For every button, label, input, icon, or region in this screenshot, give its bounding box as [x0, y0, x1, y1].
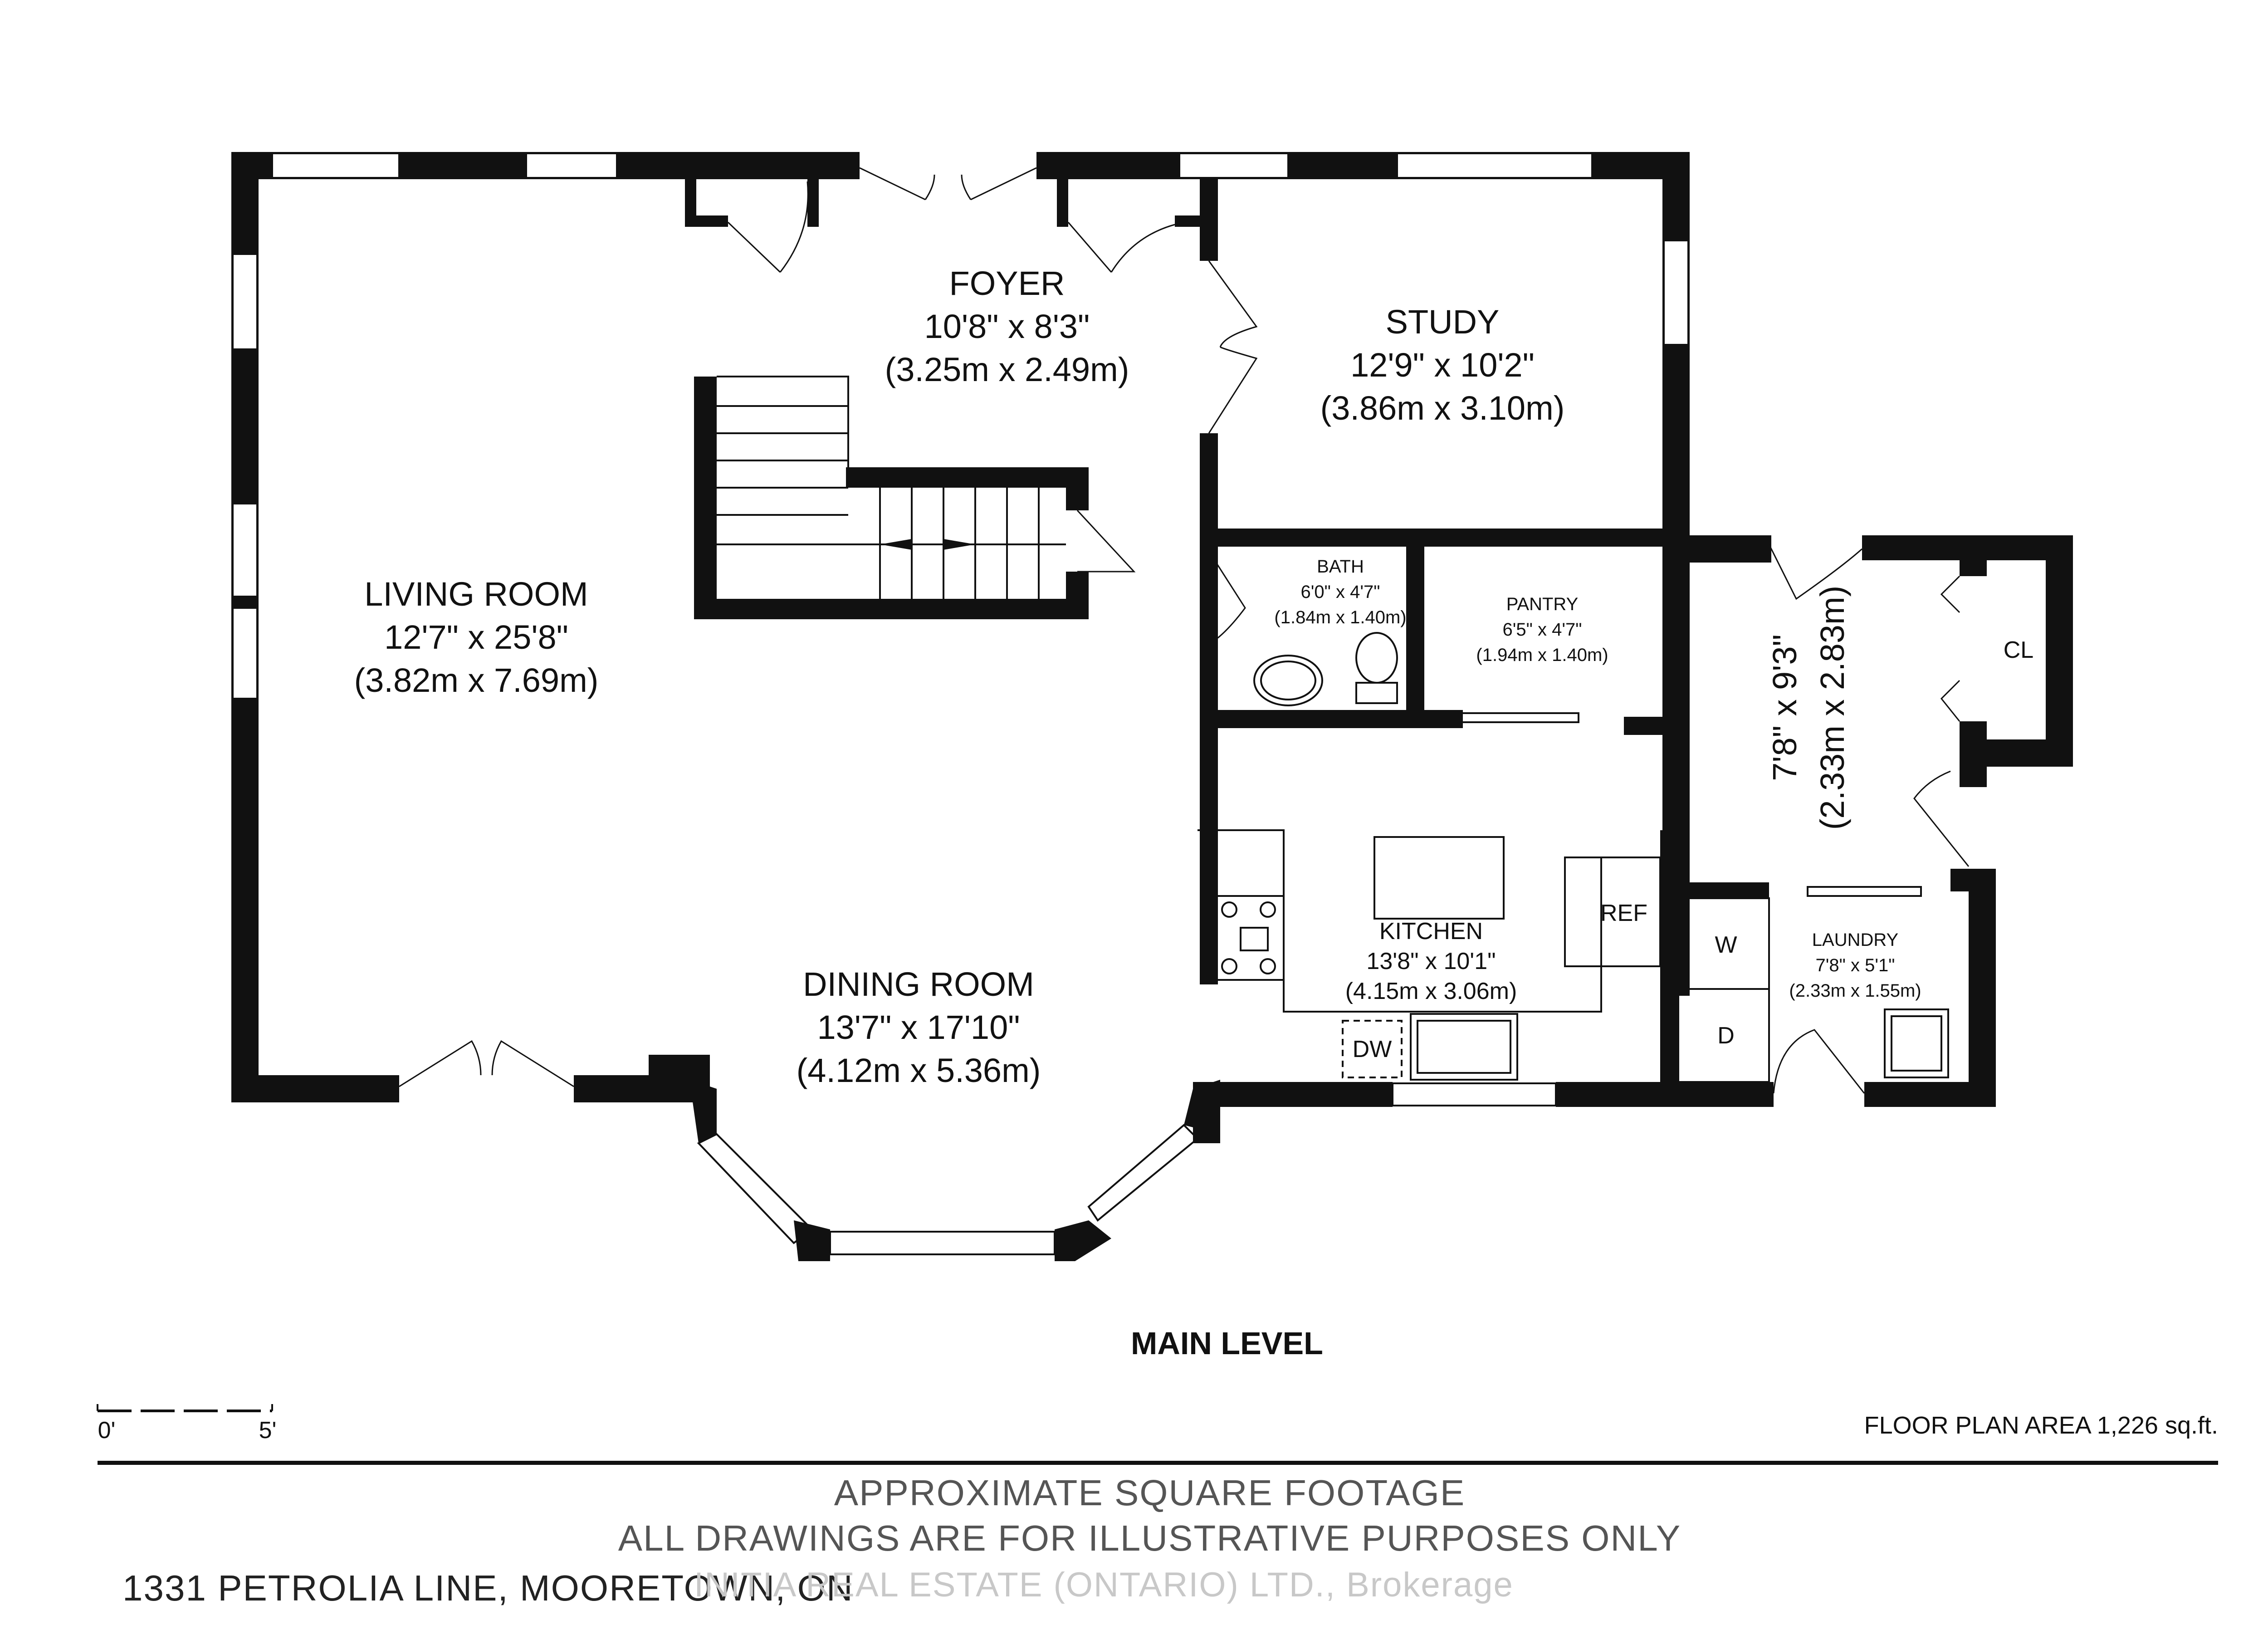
- foyer-name: FOYER: [949, 264, 1065, 302]
- laundry-dim-ft: 7'8" x 5'1": [1816, 955, 1895, 975]
- pantry-dim-m: (1.94m x 1.40m): [1476, 645, 1608, 665]
- footer-line-2: ALL DRAWINGS ARE FOR ILLUSTRATIVE PURPOS…: [618, 1518, 1681, 1558]
- living-dim-m: (3.82m x 7.69m): [354, 661, 599, 699]
- kitchen-dim-ft: 13'8" x 10'1": [1366, 948, 1496, 974]
- kitchen-name: KITCHEN: [1379, 918, 1483, 945]
- study-dim-m: (3.86m x 3.10m): [1320, 389, 1565, 427]
- footer-line-1: APPROXIMATE SQUARE FOOTAGE: [834, 1473, 1466, 1513]
- fixtures: [1198, 632, 1949, 1083]
- dining-name: DINING ROOM: [803, 965, 1034, 1003]
- laundry-dim-m: (2.33m x 1.55m): [1789, 981, 1921, 1001]
- dishwasher-label: DW: [1353, 1036, 1392, 1062]
- washer-label: W: [1715, 932, 1737, 958]
- footer-address: 1331 PETROLIA LINE, MOORETOWN, ON: [122, 1568, 854, 1608]
- dining-dim-m: (4.12m x 5.36m): [797, 1052, 1041, 1089]
- scale-start: 0': [98, 1417, 116, 1444]
- bath-dim-m: (1.84m x 1.40m): [1274, 607, 1406, 627]
- dryer-label: D: [1717, 1023, 1735, 1049]
- closet-label: CL: [2004, 637, 2033, 663]
- foyer-dim-ft: 10'8" x 8'3": [924, 308, 1090, 345]
- living-dim-ft: 12'7" x 25'8": [384, 618, 568, 656]
- pantry-dim-ft: 6'5" x 4'7": [1503, 620, 1582, 640]
- level-title: MAIN LEVEL: [1131, 1326, 1323, 1361]
- hall-dim-ft: 7'8" x 9'3": [1766, 634, 1804, 781]
- footer-divider: [98, 1461, 2218, 1465]
- doors: [399, 167, 1970, 1094]
- study-name: STUDY: [1386, 303, 1500, 341]
- foyer-dim-m: (3.25m x 2.49m): [885, 351, 1129, 388]
- room-labels: FOYER 10'8" x 8'3" (3.25m x 2.49m) STUDY…: [354, 264, 2034, 1089]
- floor-area: FLOOR PLAN AREA 1,226 sq.ft.: [1864, 1412, 2218, 1439]
- bath-dim-ft: 6'0" x 4'7": [1301, 582, 1380, 602]
- fridge-label: REF: [1600, 900, 1647, 926]
- scale-end: 5': [259, 1417, 277, 1444]
- pantry-name: PANTRY: [1506, 594, 1579, 614]
- dining-dim-ft: 13'7" x 17'10": [817, 1008, 1020, 1046]
- brokerage-watermark: INITIA REAL ESTATE (ONTARIO) LTD., Broke…: [694, 1566, 1514, 1604]
- bath-name: BATH: [1317, 557, 1364, 577]
- scale-bar: 0' 5': [97, 1404, 277, 1444]
- living-name: LIVING ROOM: [364, 575, 588, 613]
- stairs: [717, 376, 1066, 599]
- kitchen-dim-m: (4.15m x 3.06m): [1345, 978, 1517, 1004]
- study-dim-ft: 12'9" x 10'2": [1350, 346, 1535, 384]
- laundry-name: LAUNDRY: [1812, 930, 1898, 950]
- hall-dim-m: (2.33m x 2.83m): [1813, 586, 1851, 830]
